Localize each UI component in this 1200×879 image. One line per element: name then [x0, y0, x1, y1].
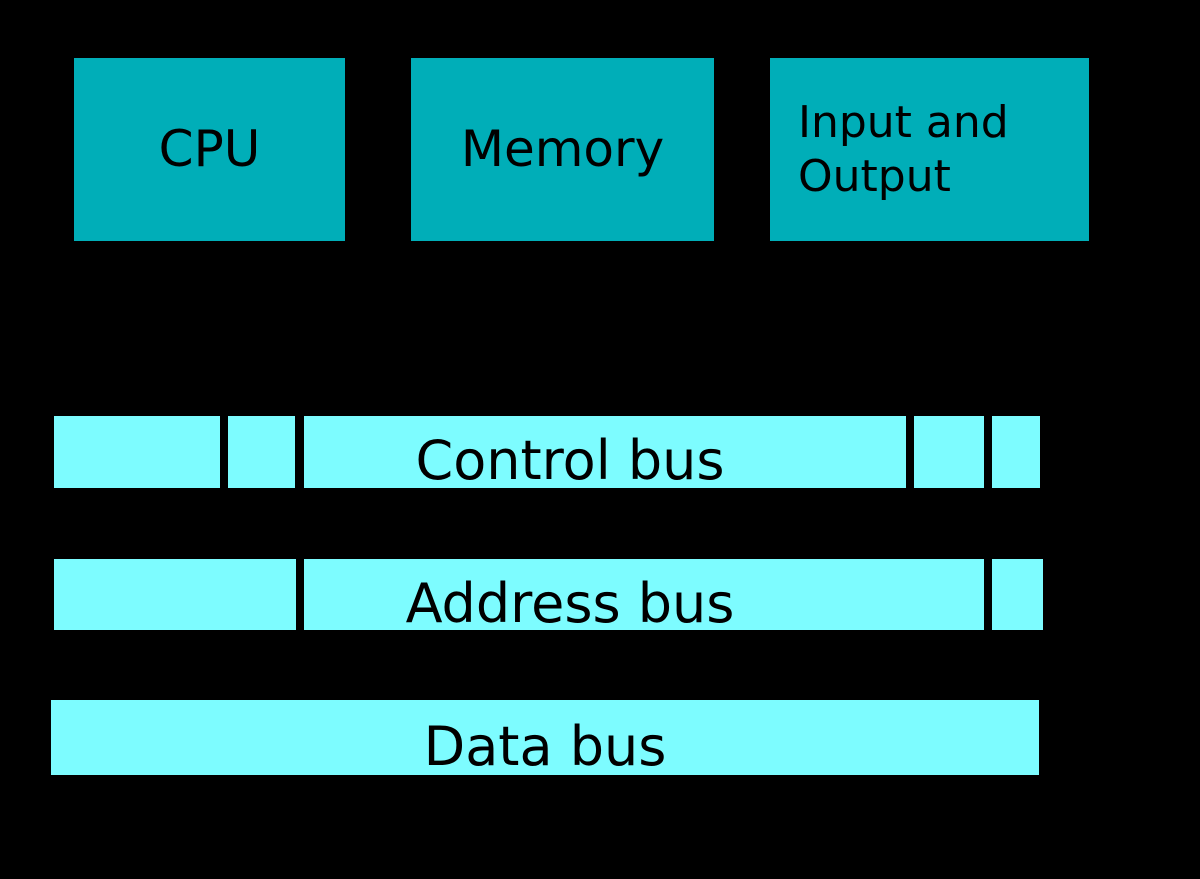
component-label-cpu: CPU	[158, 120, 261, 178]
bus-segment	[304, 559, 984, 630]
bus-segment	[54, 416, 220, 488]
component-block-cpu[interactable]: CPU	[74, 58, 345, 241]
bus-data[interactable]: Data bus	[0, 700, 1200, 775]
bus-segment	[228, 416, 295, 488]
bus-segment	[992, 416, 1040, 488]
bus-address[interactable]: Address bus	[0, 559, 1200, 631]
bus-control[interactable]: Control bus	[0, 416, 1200, 488]
component-block-input-and-output[interactable]: Input and Output	[770, 58, 1089, 241]
bus-segment	[304, 416, 906, 488]
component-block-memory[interactable]: Memory	[411, 58, 714, 241]
bus-segment	[54, 559, 296, 630]
bus-segment	[914, 416, 984, 488]
component-label-memory: Memory	[460, 120, 665, 178]
bus-segment	[992, 559, 1043, 630]
bus-segment	[51, 700, 1039, 775]
component-label-input-and-output: Input and Output	[798, 96, 1009, 202]
